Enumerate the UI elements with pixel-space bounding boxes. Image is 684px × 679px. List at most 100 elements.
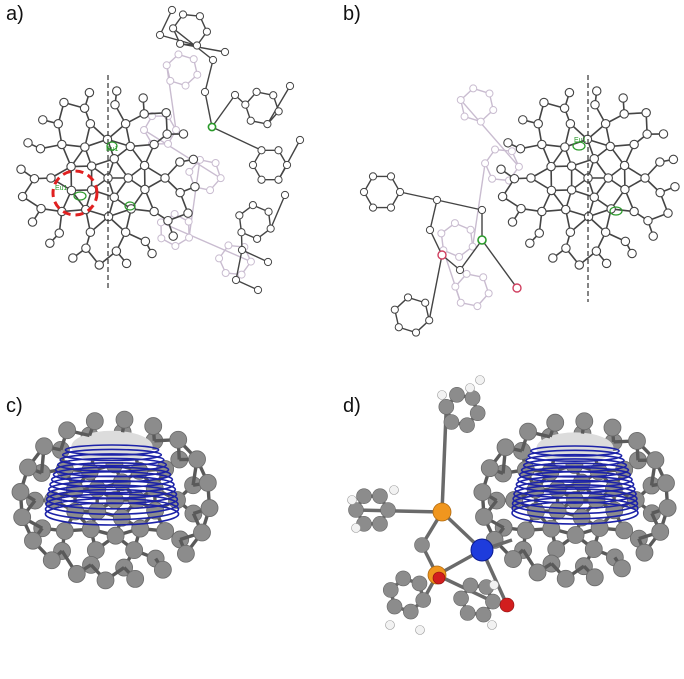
carbon-atom bbox=[200, 499, 219, 517]
ghost-atom bbox=[164, 139, 172, 148]
panel-d-ball-model bbox=[342, 340, 684, 679]
cage-atom bbox=[183, 208, 193, 218]
cage-atom bbox=[496, 164, 506, 175]
cage-atom bbox=[120, 119, 131, 129]
ghost-atom bbox=[193, 70, 202, 79]
ligand-bond bbox=[277, 139, 301, 181]
ghost-atom bbox=[206, 186, 215, 195]
ligand-atom bbox=[425, 225, 435, 235]
ligand-atom bbox=[386, 172, 396, 181]
ghost-atom bbox=[172, 126, 180, 134]
carbon-atom bbox=[372, 488, 388, 504]
cage-atom bbox=[565, 227, 576, 237]
ligand-atom bbox=[390, 305, 399, 314]
carbon-atom bbox=[402, 603, 419, 620]
orbit-line bbox=[512, 488, 638, 510]
ghost-atom bbox=[460, 112, 469, 121]
panel-b-ortep-structure: Eu1 bbox=[342, 0, 684, 340]
panel-a-drawing: Eu1 Eu1 bbox=[16, 5, 305, 295]
ligand-atom bbox=[168, 24, 178, 33]
ghost-atom bbox=[211, 159, 220, 168]
carbon-atom bbox=[126, 570, 145, 588]
carbon-atom bbox=[575, 412, 594, 431]
ligand-atom bbox=[241, 100, 250, 109]
carbon-atom bbox=[475, 606, 492, 623]
ligand-atom bbox=[263, 257, 273, 267]
ligand-atom bbox=[257, 175, 266, 184]
cage-atom bbox=[600, 119, 611, 129]
carbon-atom bbox=[443, 414, 460, 430]
ligand-bond bbox=[211, 94, 236, 128]
cage-atom bbox=[111, 246, 122, 256]
ghost-atom bbox=[469, 84, 478, 93]
cage-atom bbox=[670, 181, 680, 192]
cage-atom bbox=[29, 173, 40, 184]
orbit-line bbox=[52, 466, 172, 483]
orbit-line bbox=[513, 483, 637, 504]
cage-atom bbox=[111, 86, 122, 96]
cage-atom bbox=[526, 173, 536, 183]
carbon-atom bbox=[144, 417, 163, 435]
cage-atom bbox=[589, 154, 600, 164]
cage-atom bbox=[57, 139, 67, 150]
panel-label-c: c) bbox=[6, 395, 23, 417]
cage-atom bbox=[548, 253, 558, 263]
carbon-atom bbox=[176, 544, 195, 563]
cage-atom bbox=[620, 236, 631, 247]
ligand-atom bbox=[257, 146, 266, 155]
cage-atom bbox=[590, 99, 600, 110]
metal-atom bbox=[470, 538, 494, 562]
hydrogen-atom bbox=[389, 485, 399, 495]
ligand-atom bbox=[421, 298, 430, 307]
panel-b-drawing: Eu1 bbox=[359, 75, 680, 337]
cage-atom bbox=[125, 141, 136, 152]
orbit-line bbox=[511, 492, 639, 515]
cage-atom bbox=[79, 103, 90, 113]
ghost-atom bbox=[157, 234, 166, 243]
cage-atom bbox=[620, 184, 630, 195]
orbit-line bbox=[525, 453, 625, 468]
ligand-atom bbox=[411, 328, 421, 337]
ligand-atom bbox=[237, 245, 247, 255]
ligand-atom bbox=[455, 265, 465, 275]
cage-atom bbox=[46, 173, 56, 183]
cage-atom bbox=[175, 187, 185, 198]
cage-atom bbox=[561, 243, 571, 253]
ligand-atom bbox=[477, 205, 487, 215]
orbit-line bbox=[50, 470, 174, 489]
carbon-atom bbox=[453, 590, 469, 607]
cage-atom bbox=[641, 108, 651, 118]
ghost-atom bbox=[481, 159, 490, 168]
ghost-atom bbox=[174, 50, 183, 59]
cage-atom bbox=[629, 139, 639, 150]
cage-atom bbox=[603, 173, 613, 183]
cage-atom bbox=[149, 139, 159, 150]
cage-atom bbox=[516, 203, 526, 214]
cage-atom bbox=[642, 129, 652, 139]
carbon-atom bbox=[603, 418, 622, 437]
ghost-atom bbox=[473, 302, 482, 311]
ligand-atom bbox=[167, 5, 177, 15]
cage-atom bbox=[668, 154, 679, 165]
ligand-bond bbox=[204, 91, 213, 128]
carbon-atom bbox=[613, 559, 631, 578]
carbon-atom bbox=[566, 526, 585, 544]
hydrogen-atom bbox=[487, 620, 497, 630]
carbon-atom bbox=[85, 412, 104, 430]
cage-atom bbox=[534, 228, 545, 238]
carbon-atom bbox=[380, 502, 396, 518]
highlight-circle bbox=[51, 169, 99, 217]
ghost-atom bbox=[456, 95, 465, 104]
ligand-atom bbox=[264, 207, 273, 216]
carbon-atom bbox=[528, 563, 547, 582]
cage-atom bbox=[140, 236, 151, 247]
carbon-atom bbox=[13, 508, 32, 527]
carbon-atom bbox=[657, 474, 675, 493]
carbon-atom bbox=[546, 413, 565, 432]
carbon-atom bbox=[395, 570, 412, 587]
orbit-line bbox=[49, 475, 175, 494]
ghost-atom bbox=[184, 217, 193, 226]
ligand-atom bbox=[432, 195, 442, 205]
ligand-bond bbox=[235, 249, 243, 281]
cage-atom bbox=[525, 238, 535, 248]
